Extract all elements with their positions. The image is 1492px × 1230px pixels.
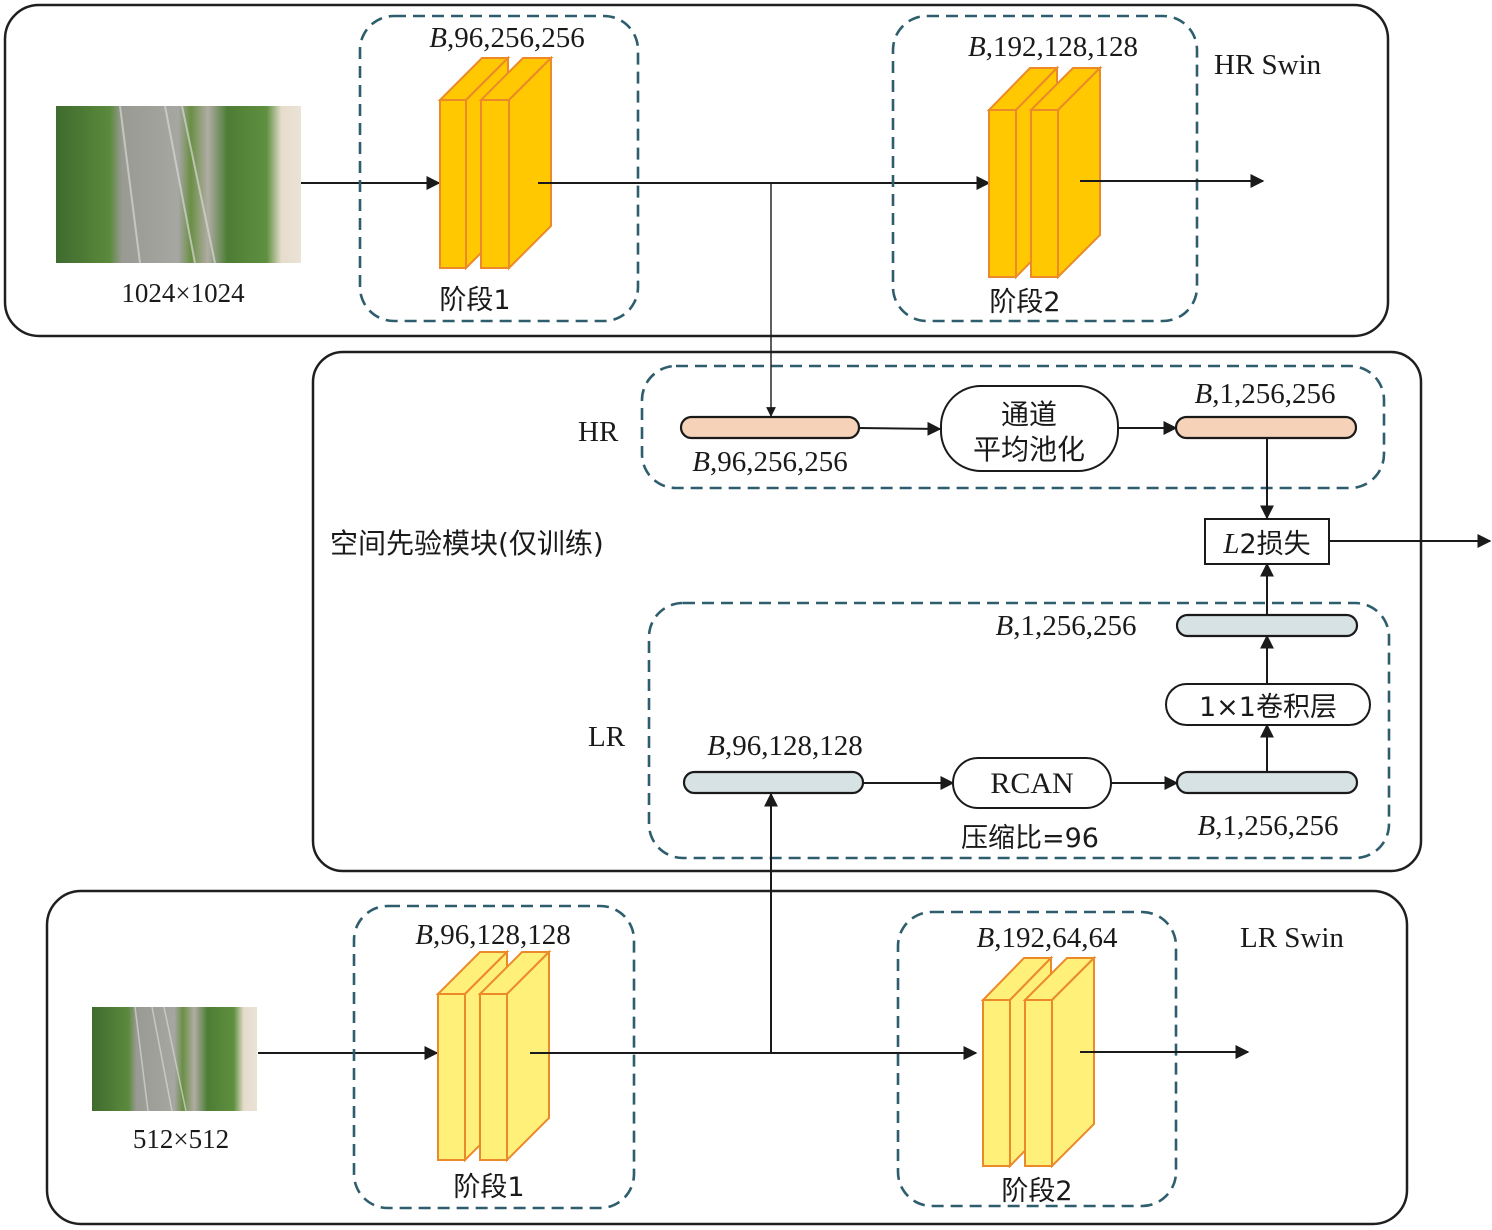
hr-stage2-shape: B,192,128,128 bbox=[968, 31, 1138, 63]
lr-stage1-shape: B,96,128,128 bbox=[415, 919, 570, 951]
lr-swin-panel: LR Swin 512×512 B,96,128,128 阶段1 B,192,6… bbox=[45, 889, 1409, 1226]
lr-input-size: 512×512 bbox=[133, 1124, 229, 1154]
lr-feature-input bbox=[682, 770, 865, 795]
hr-stage1-block bbox=[437, 55, 554, 271]
lr-feature-output-shape: B,1,256,256 bbox=[996, 610, 1137, 642]
hr-stage1-label: 阶段1 bbox=[439, 285, 510, 316]
lr-feature-input-shape: B,96,128,128 bbox=[707, 730, 862, 762]
hr-swin-panel: HR Swin 1024×1024 B,96,256,256 阶段1 B,192… bbox=[3, 3, 1390, 338]
spatial-prior-title: 空间先验模块(仅训练) bbox=[330, 527, 604, 560]
l2-loss-label: L2损失 bbox=[1222, 528, 1310, 560]
hr-stage1-shape: B,96,256,256 bbox=[429, 22, 584, 54]
channel-avg-pool-line2: 平均池化 bbox=[973, 433, 1085, 466]
lr-stage2-group bbox=[896, 910, 1178, 1208]
rcan-compression-note: 压缩比=96 bbox=[961, 823, 1099, 854]
hr-branch-label: HR bbox=[578, 416, 619, 448]
lr-stage1-label: 阶段1 bbox=[453, 1172, 524, 1203]
rcan-label: RCAN bbox=[990, 767, 1073, 800]
lr-branch-group bbox=[647, 601, 1391, 860]
hr-feature-input bbox=[679, 415, 861, 440]
lr-input-image bbox=[92, 1006, 257, 1112]
hr-input-size: 1024×1024 bbox=[121, 278, 245, 308]
lr-feature-mid bbox=[1175, 770, 1359, 795]
hr-swin-title: HR Swin bbox=[1214, 49, 1322, 81]
lr-stage1-group bbox=[352, 904, 636, 1210]
lr-feature-output bbox=[1175, 613, 1359, 638]
spatial-prior-frame bbox=[311, 350, 1423, 873]
hr-stage2-group bbox=[891, 14, 1199, 323]
hr-branch-group bbox=[640, 364, 1386, 490]
hr-stage1-group bbox=[358, 14, 640, 323]
lr-swin-title: LR Swin bbox=[1240, 922, 1344, 954]
channel-avg-pool-line1: 通道 bbox=[1001, 398, 1057, 431]
hr-feature-input-shape: B,96,256,256 bbox=[692, 446, 847, 478]
spatial-prior-panel: 空间先验模块(仅训练) HR B,96,256,256 通道 平均池化 B,1,… bbox=[311, 350, 1492, 873]
lr-stage1-block bbox=[435, 949, 552, 1163]
lr-branch-label: LR bbox=[588, 721, 626, 753]
hr-input-image bbox=[56, 105, 301, 264]
hr-stage2-block bbox=[986, 65, 1103, 280]
lr-stage2-label: 阶段2 bbox=[1001, 1176, 1072, 1207]
arrow-to-channel-pool bbox=[858, 421, 942, 436]
lr-feature-mid-shape: B,1,256,256 bbox=[1198, 810, 1339, 842]
hr-stage2-label: 阶段2 bbox=[989, 287, 1060, 318]
lr-stage2-block bbox=[980, 955, 1097, 1169]
hr-feature-output bbox=[1174, 415, 1358, 440]
conv1x1-label: 1×1卷积层 bbox=[1199, 692, 1337, 723]
hr-feature-output-shape: B,1,256,256 bbox=[1195, 378, 1336, 410]
lr-stage2-shape: B,192,64,64 bbox=[977, 922, 1118, 954]
